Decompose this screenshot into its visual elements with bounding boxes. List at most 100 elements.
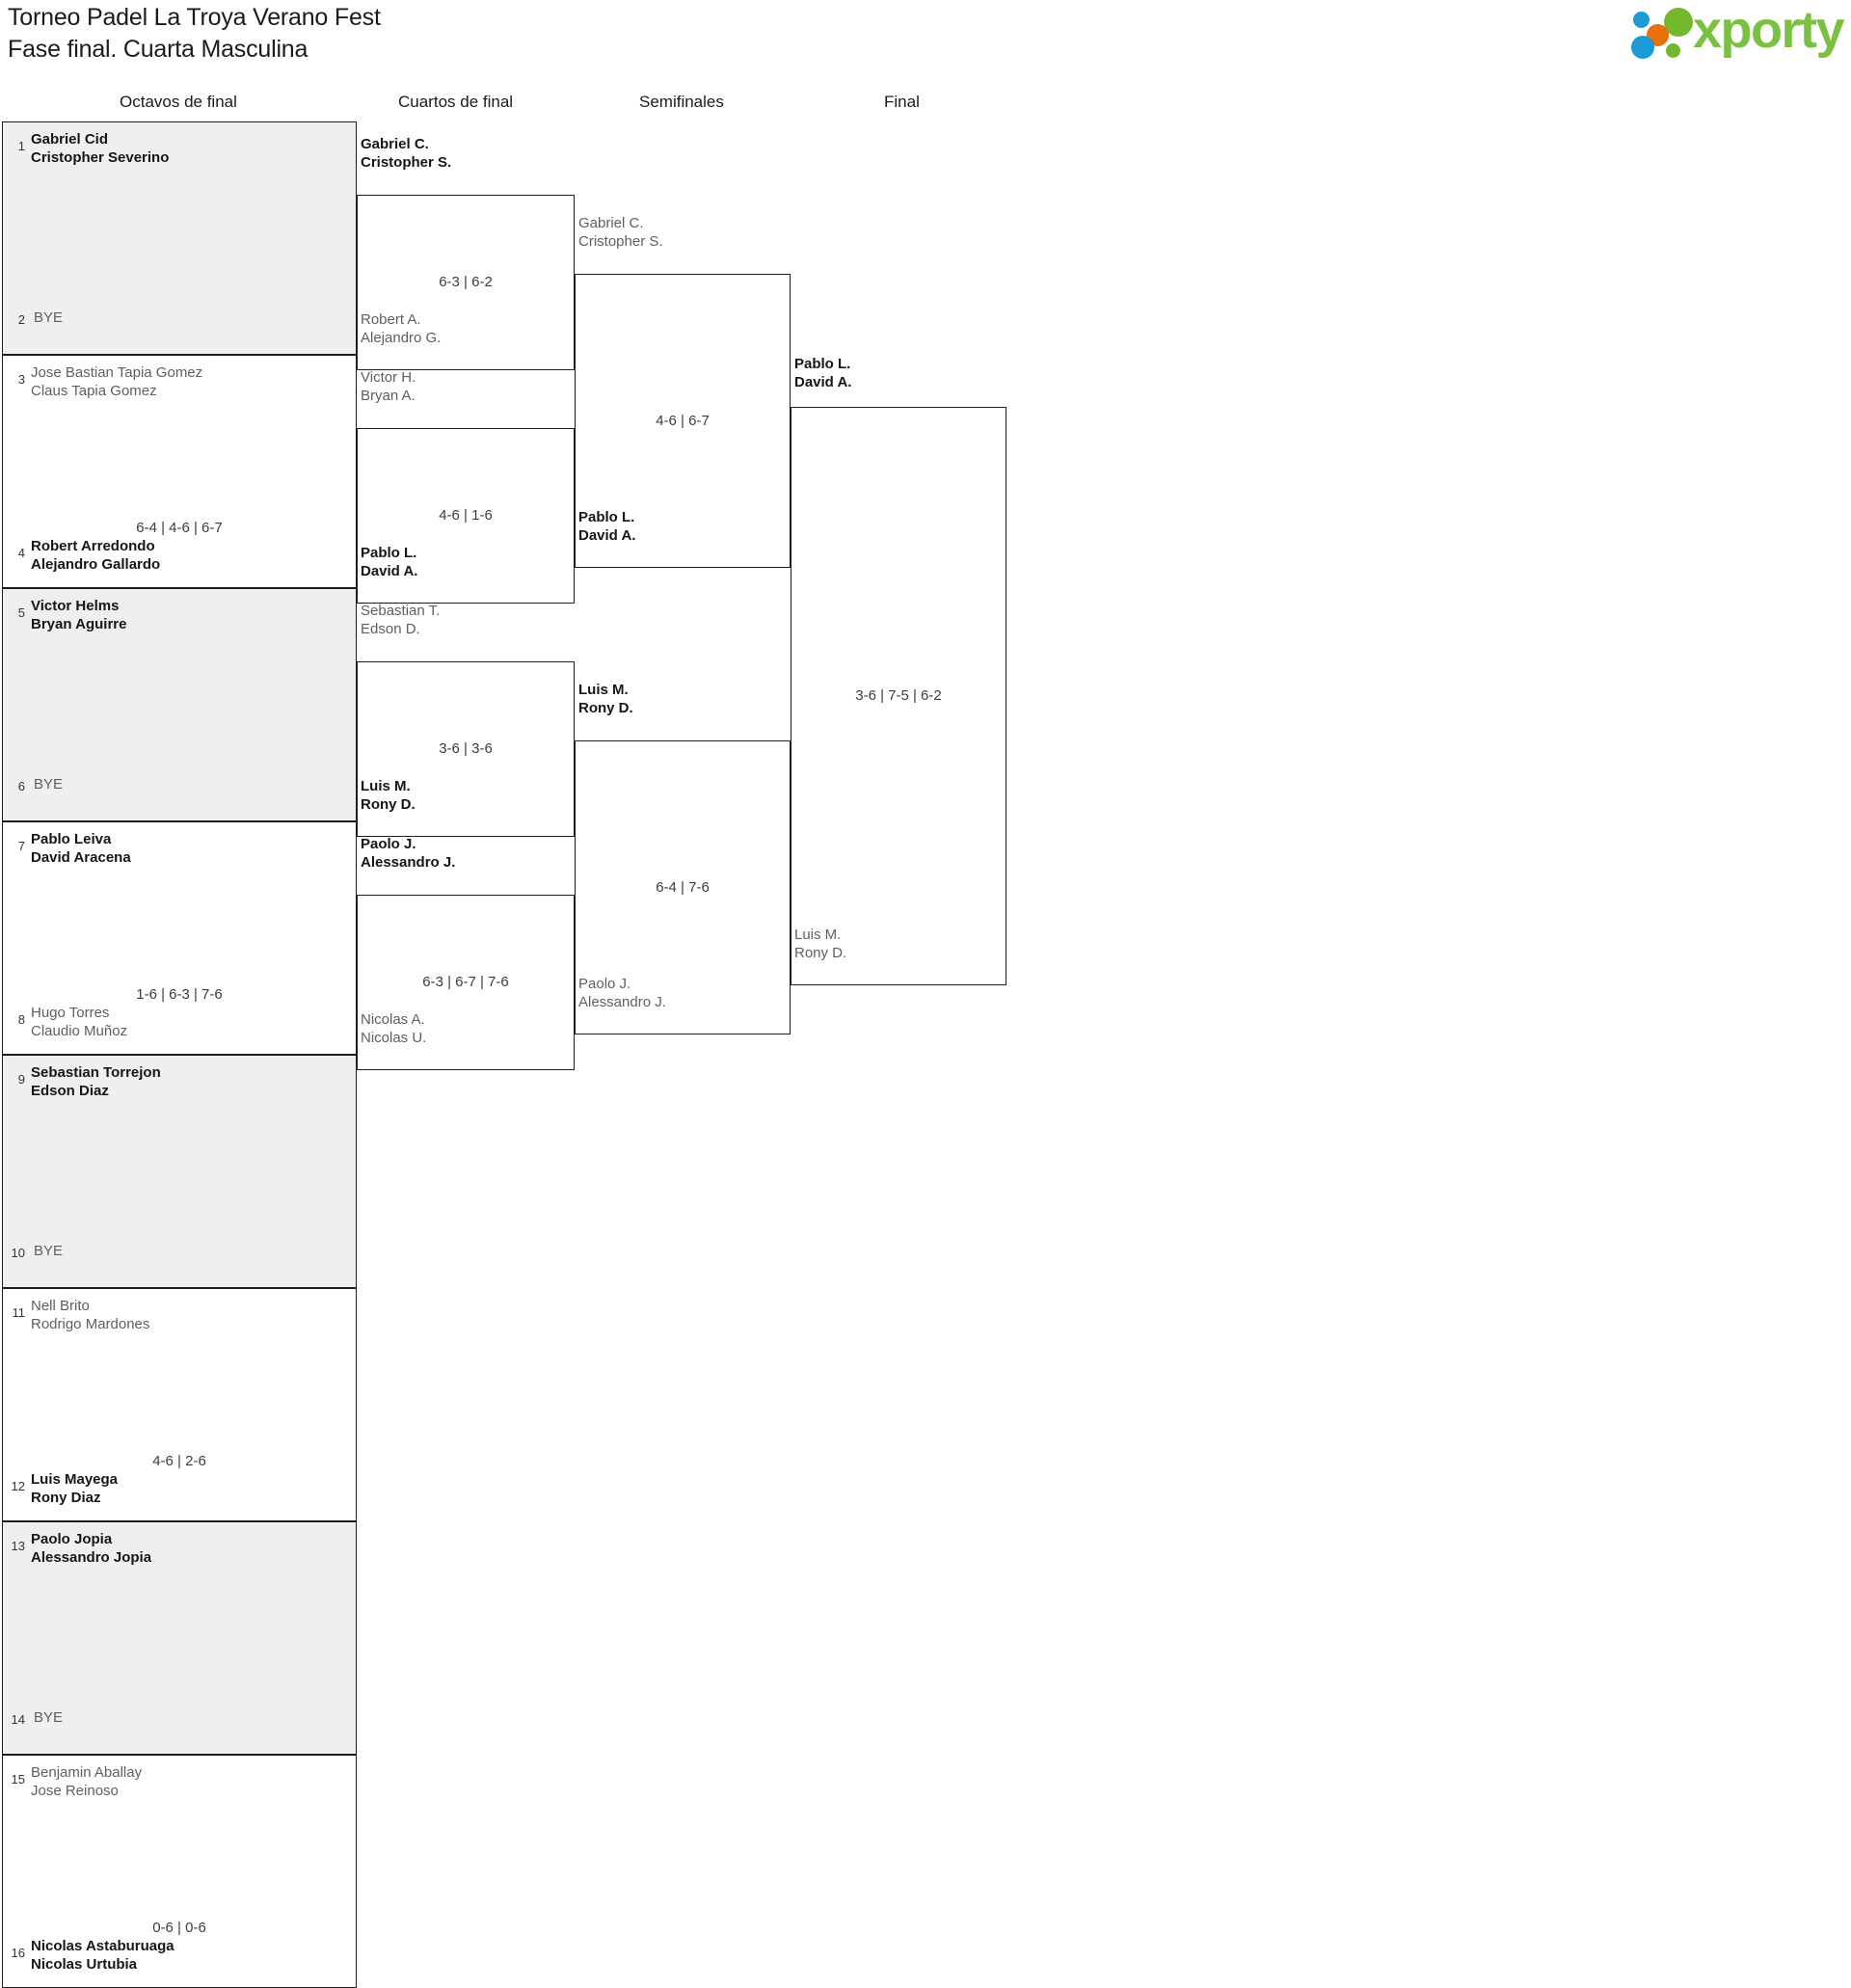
round1-match-6-top-seed: 11 [12,1305,26,1320]
round2-match-4-top-team: Paolo J. Alessandro J. [361,835,455,872]
round1-match-8-bottom-team-player-2: Nicolas Urtubia [31,1956,138,1973]
round4-match-1-bottom-team-player-1: Luis M. [794,927,842,943]
round2-match-1-bottom-team-player-2: Alejandro G. [361,330,442,346]
round1-match-5-top-team-player-1: Sebastian Torrejon [31,1064,161,1081]
round1-match-4-top-seed: 7 [17,839,25,853]
title-line-1: Torneo Padel La Troya Verano Fest [8,4,381,31]
round1-match-4-top-team-player-1: Pablo Leiva [31,831,112,847]
round1-match-5-bottom-bye: BYE [34,1243,64,1259]
round1-match-6-bottom-team-player-1: Luis Mayega [31,1471,119,1488]
round4-match-1-top-team: Pablo L.David A. [794,355,851,391]
round2-match-3-top-team-player-1: Sebastian T. [361,603,441,619]
round1-match-3-top-seed: 5 [17,605,25,620]
round-header-final: Final [884,93,920,111]
round1-match-6-bottom-team-player-2: Rony Diaz [31,1490,101,1506]
round2-match-2-top-team-player-1: Victor H. [361,369,416,386]
logo-dot-blue-large-icon [1631,36,1654,59]
round2-match-2-bottom-team: Pablo L.David A. [361,544,417,580]
round3-match-2-bottom-team-player-2: Alessandro J. [578,994,666,1010]
round1-match-2-top-team-player-2: Claus Tapia Gomez [31,383,157,399]
round2-match-1-bottom-team-player-1: Robert A. [361,311,421,328]
round2-match-1[interactable] [357,195,575,370]
round1-match-3-top-team-player-2: Bryan Aguirre [31,616,127,632]
round3-match-2-score: 6-4 | 7-6 [656,878,710,896]
round1-match-6-bottom-seed: 12 [11,1479,25,1493]
page-title: Torneo Padel La Troya Verano Fest Fase f… [8,2,381,66]
round1-match-4-bottom-team-player-1: Hugo Torres [31,1005,110,1021]
round1-match-2[interactable] [2,355,357,588]
round2-match-4-bottom-team-player-1: Nicolas A. [361,1011,425,1028]
round1-match-1[interactable] [2,121,357,355]
round2-match-3-top-team-player-2: Edson D. [361,621,420,637]
round4-match-1-bottom-team-player-2: Rony D. [794,945,847,961]
round1-match-1-bottom-seed: 2 [17,312,25,327]
round2-match-1-top-team: Gabriel C. Cristopher S. [361,135,451,172]
round1-match-8-bottom-team-player-1: Nicolas Astaburuaga [31,1938,174,1954]
round-header-cuartos: Cuartos de final [398,93,514,111]
round2-match-4[interactable] [357,895,575,1070]
round3-match-2-top-team-player-1: Luis M. [578,682,629,698]
round1-match-4-score: 1-6 | 6-3 | 7-6 [136,986,223,1003]
round2-match-1-top-team-player-1: Gabriel C. [361,136,429,152]
round2-match-3-bottom-team-player-1: Luis M. [361,778,411,794]
round3-match-2-top-team: Luis M.Rony D. [578,681,633,717]
round1-match-4-bottom-seed: 8 [17,1012,25,1027]
round3-match-2-bottom-team-player-1: Paolo J. [578,976,631,992]
round1-match-7-bottom-seed: 14 [11,1712,25,1727]
logo-dot-green-small-icon [1666,43,1680,58]
round2-match-3[interactable] [357,661,575,837]
round4-match-1-bottom-team: Luis M. Rony D. [794,926,846,962]
round1-match-2-top-seed: 3 [17,372,25,387]
round1-match-2-score: 6-4 | 4-6 | 6-7 [136,520,223,536]
round1-match-5[interactable] [2,1055,357,1288]
round1-match-2-bottom-team-player-1: Robert Arredondo [31,538,155,554]
round1-match-6-top-team-player-2: Rodrigo Mardones [31,1316,150,1332]
round-header-semifinales: Semifinales [639,93,724,111]
round3-match-1-bottom-team: Pablo L.David A. [578,508,635,545]
round1-match-1-bottom-bye: BYE [34,309,64,326]
round1-match-5-top-seed: 9 [17,1072,25,1087]
round1-match-2-top-team-player-1: Jose Bastian Tapia Gomez [31,364,203,381]
round2-match-3-bottom-team-player-2: Rony D. [361,796,416,813]
round3-match-1-top-team-player-2: Cristopher S. [578,233,663,250]
round3-match-1-top-team: Gabriel C.Cristopher S. [578,214,663,251]
round1-match-7-bottom-bye: BYE [34,1709,64,1726]
round4-match-1-top-team-player-2: David A. [794,374,852,390]
round1-match-4[interactable] [2,821,357,1055]
round1-match-3-top-team-player-1: Victor Helms [31,598,120,614]
round2-match-3-top-team: Sebastian T. Edson D. [361,602,440,638]
round4-match-1[interactable] [791,407,1006,985]
round3-match-2-bottom-team: Paolo J. Alessandro J. [578,975,666,1011]
title-line-2: Fase final. Cuarta Masculina [8,36,308,63]
logo-dot-green-large-icon [1664,8,1693,37]
round2-match-3-score: 3-6 | 3-6 [439,740,493,757]
round2-match-4-top-team-player-2: Alessandro J. [361,854,456,871]
round2-match-1-bottom-team: Robert A. Alejandro G. [361,310,441,347]
round1-match-6-score: 4-6 | 2-6 [152,1453,206,1469]
round2-match-2[interactable] [357,428,575,604]
round1-match-8-score: 0-6 | 0-6 [152,1920,206,1936]
round3-match-1[interactable] [575,274,791,568]
round2-match-4-bottom-team: Nicolas A.Nicolas U. [361,1010,426,1047]
round2-match-1-score: 6-3 | 6-2 [439,274,493,290]
round3-match-1-score: 4-6 | 6-7 [656,412,710,429]
round1-match-3[interactable] [2,588,357,821]
round2-match-2-top-team: Victor H.Bryan A. [361,368,416,405]
round1-match-7-top-team-player-2: Alessandro Jopia [31,1549,152,1566]
round2-match-2-score: 4-6 | 1-6 [439,507,493,524]
round2-match-3-bottom-team: Luis M. Rony D. [361,777,416,814]
round1-match-2-bottom-team-player-2: Alejandro Gallardo [31,556,161,573]
round1-match-8-top-seed: 15 [11,1772,25,1787]
round3-match-2[interactable] [575,740,791,1034]
round1-match-8-bottom-seed: 16 [11,1946,25,1960]
round2-match-1-top-team-player-2: Cristopher S. [361,154,452,171]
round2-match-4-top-team-player-1: Paolo J. [361,836,416,852]
logo-dots-icon [1631,6,1703,62]
round1-match-6-top-team-player-1: Nell Brito [31,1298,90,1314]
